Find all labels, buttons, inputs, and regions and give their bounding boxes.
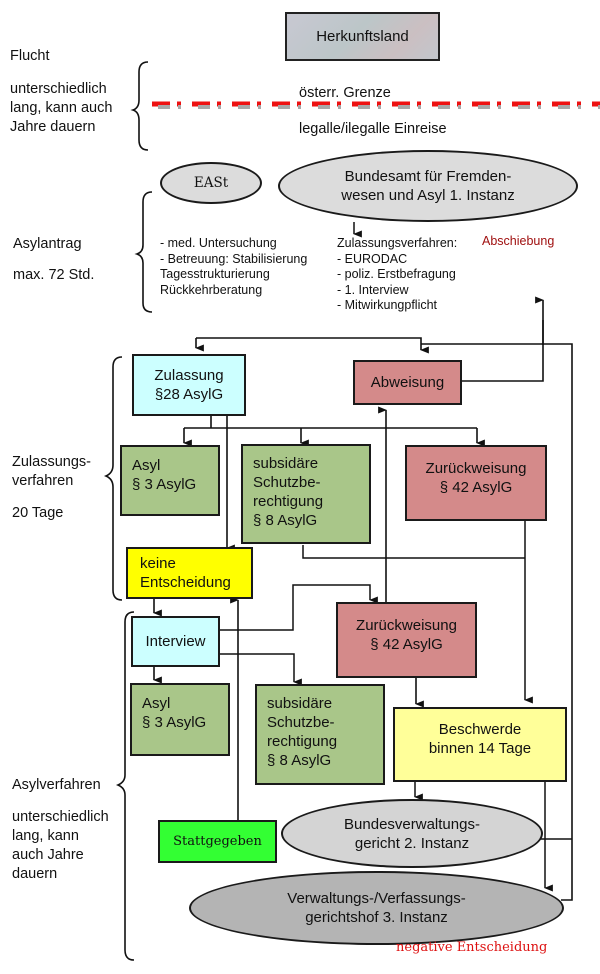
node-subsidiaer-label-line: § 8 AsylG — [267, 752, 332, 769]
zulassungsverfahren-item: - poliz. Erstbefragung — [337, 267, 456, 281]
node-asyl-asylverfahren: Asyl § 3 AsylG — [130, 683, 230, 756]
node-zurueckweisung-asylverfahren: Zurückweisung § 42 AsylG — [336, 602, 477, 678]
phase-asylverfahren-desc: unterschiedlich lang, kann auch Jahre da… — [12, 808, 109, 884]
phase-asylantrag-desc: max. 72 Std. — [13, 267, 95, 283]
east-task-item: - Betreuung: Stabilisierung — [160, 251, 308, 266]
zulassungsverfahren-item: - 1. Interview — [337, 282, 409, 297]
node-zurueckweisung-label-line: § 42 AsylG — [439, 479, 513, 496]
node-asyl-label-line: Asyl — [132, 457, 161, 474]
node-abweisung-label: Abweisung — [370, 374, 445, 391]
border-label: österr. Grenze — [299, 85, 391, 101]
node-asyl-zulassung: Asyl § 3 AsylG — [120, 445, 220, 516]
node-subsidiaer-label-line: rechtigung — [267, 733, 338, 750]
node-subsidiaer-label-line: subsidäre — [267, 695, 333, 712]
phase-asylverfahren-desc-line: lang, kann — [12, 828, 79, 844]
node-bvwg: Bundesverwaltungs- gericht 2. Instanz — [281, 799, 543, 868]
node-interview: Interview — [131, 616, 220, 667]
east-task-item: - med. Untersuchung — [160, 236, 277, 250]
node-vwgh: Verwaltungs-/Verfassungs- gerichtshof 3.… — [189, 871, 564, 945]
phase-asylverfahren-desc-line: auch Jahre — [12, 847, 84, 863]
node-keine-entscheidung-label-line: Entscheidung — [140, 574, 231, 591]
east-tasks-list: - med. Untersuchung - Betreuung: Stabili… — [160, 236, 307, 298]
node-herkunftsland-label: Herkunftsland — [316, 28, 409, 45]
node-bvwg-label-line: gericht 2. Instanz — [354, 834, 470, 852]
node-abweisung: Abweisung — [353, 360, 462, 405]
zulassungsverfahren-item: Zulassungsverfahren: — [337, 236, 458, 250]
zulassungsverfahren-item: - EURODAC — [337, 251, 408, 266]
zulassungsverfahren-item: - Mitwirkungpflicht — [337, 298, 438, 312]
phase-flucht-desc-line: Jahre dauern — [10, 119, 96, 135]
brace-asylantrag — [134, 191, 153, 313]
phase-flucht-desc: unterschiedlich lang, kann auch Jahre da… — [10, 80, 112, 137]
entry-label: legalle/ilegalle Einreise — [299, 121, 447, 137]
node-beschwerde-label-line: Beschwerde — [438, 721, 522, 738]
node-zulassung-label-line: §28 AsylG — [154, 386, 224, 403]
phase-flucht-desc-line: unterschiedlich — [10, 81, 107, 97]
node-asyl-label-line: § 3 AsylG — [142, 714, 207, 731]
node-keine-entscheidung: keine Entscheidung — [126, 547, 253, 599]
phase-asylantrag-title: Asylantrag — [13, 236, 82, 252]
brace-zulassung — [103, 356, 123, 601]
node-subsidiaer-asylverfahren: subsidäre Schutzbe- rechtigung § 8 AsylG — [255, 684, 385, 785]
east-task-item: Rückkehrberatung — [160, 282, 263, 297]
phase-zulassung-desc: 20 Tage — [12, 505, 64, 521]
node-beschwerde-label-line: binnen 14 Tage — [428, 740, 532, 757]
node-subsidiaer-label-line: Schutzbe- — [253, 474, 321, 491]
node-zulassung-label-line: Zulassung — [154, 367, 224, 384]
node-vwgh-label-line: gerichtshof 3. Instanz — [305, 909, 448, 926]
phase-asylverfahren-desc-line: unterschiedlich — [12, 809, 109, 825]
node-bfa-label-line: wesen und Asyl 1. Instanz — [341, 187, 515, 204]
brace-asylverfahren — [115, 611, 135, 961]
node-zurueckweisung-zulassung: Zurückweisung § 42 AsylG — [405, 445, 547, 521]
brace-flucht — [130, 61, 149, 151]
node-interview-label: Interview — [145, 633, 206, 650]
node-subsidiaer-label-line: subsidäre — [253, 455, 319, 472]
phase-asylverfahren-title: Asylverfahren — [12, 777, 101, 793]
east-task-item: Tagesstrukturierung — [160, 267, 270, 281]
node-subsidiaer-zulassung: subsidäre Schutzbe- rechtigung § 8 AsylG — [241, 444, 371, 544]
node-stattgegeben-label: Stattgegeben — [173, 834, 262, 849]
phase-zulassung-title-line: Zulassungs- — [12, 454, 91, 470]
node-zulassung: Zulassung §28 AsylG — [132, 354, 246, 416]
abschiebung-label: Abschiebung — [482, 234, 555, 248]
node-zurueckweisung-label-line: Zurückweisung — [425, 460, 527, 477]
node-subsidiaer-label-line: rechtigung — [253, 493, 324, 510]
node-stattgegeben: Stattgegeben — [158, 820, 277, 863]
negative-decision-label: negative Entscheidung — [396, 940, 548, 955]
node-bvwg-label-line: Bundesverwaltungs- — [344, 815, 480, 833]
node-vwgh-label-line: Verwaltungs-/Verfassungs- — [287, 890, 466, 907]
node-zurueckweisung-label-line: § 42 AsylG — [370, 636, 443, 653]
node-asyl-label-line: Asyl — [142, 695, 171, 712]
phase-asylverfahren-desc-line: dauern — [12, 866, 58, 882]
phase-flucht-title: Flucht — [10, 48, 50, 64]
node-herkunftsland: Herkunftsland — [285, 12, 440, 61]
zulassungsverfahren-list: Zulassungsverfahren: - EURODAC - poliz. … — [337, 236, 457, 314]
node-subsidiaer-label-line: Schutzbe- — [267, 714, 335, 731]
node-keine-entscheidung-label-line: keine — [140, 555, 176, 572]
node-beschwerde: Beschwerde binnen 14 Tage — [393, 707, 567, 782]
phase-zulassung-title: Zulassungs- verfahren — [12, 453, 91, 491]
node-subsidiaer-label-line: § 8 AsylG — [253, 512, 318, 529]
node-bfa-label-line: Bundesamt für Fremden- — [344, 168, 512, 185]
node-asyl-label-line: § 3 AsylG — [132, 476, 197, 493]
phase-zulassung-title-line: verfahren — [12, 473, 74, 489]
phase-flucht-desc-line: lang, kann auch — [10, 100, 113, 116]
node-east-label: EASt — [193, 174, 229, 191]
node-east: EASt — [160, 162, 262, 204]
node-zurueckweisung-label-line: Zurückweisung — [356, 617, 457, 634]
node-bfa: Bundesamt für Fremden- wesen und Asyl 1.… — [278, 150, 578, 222]
